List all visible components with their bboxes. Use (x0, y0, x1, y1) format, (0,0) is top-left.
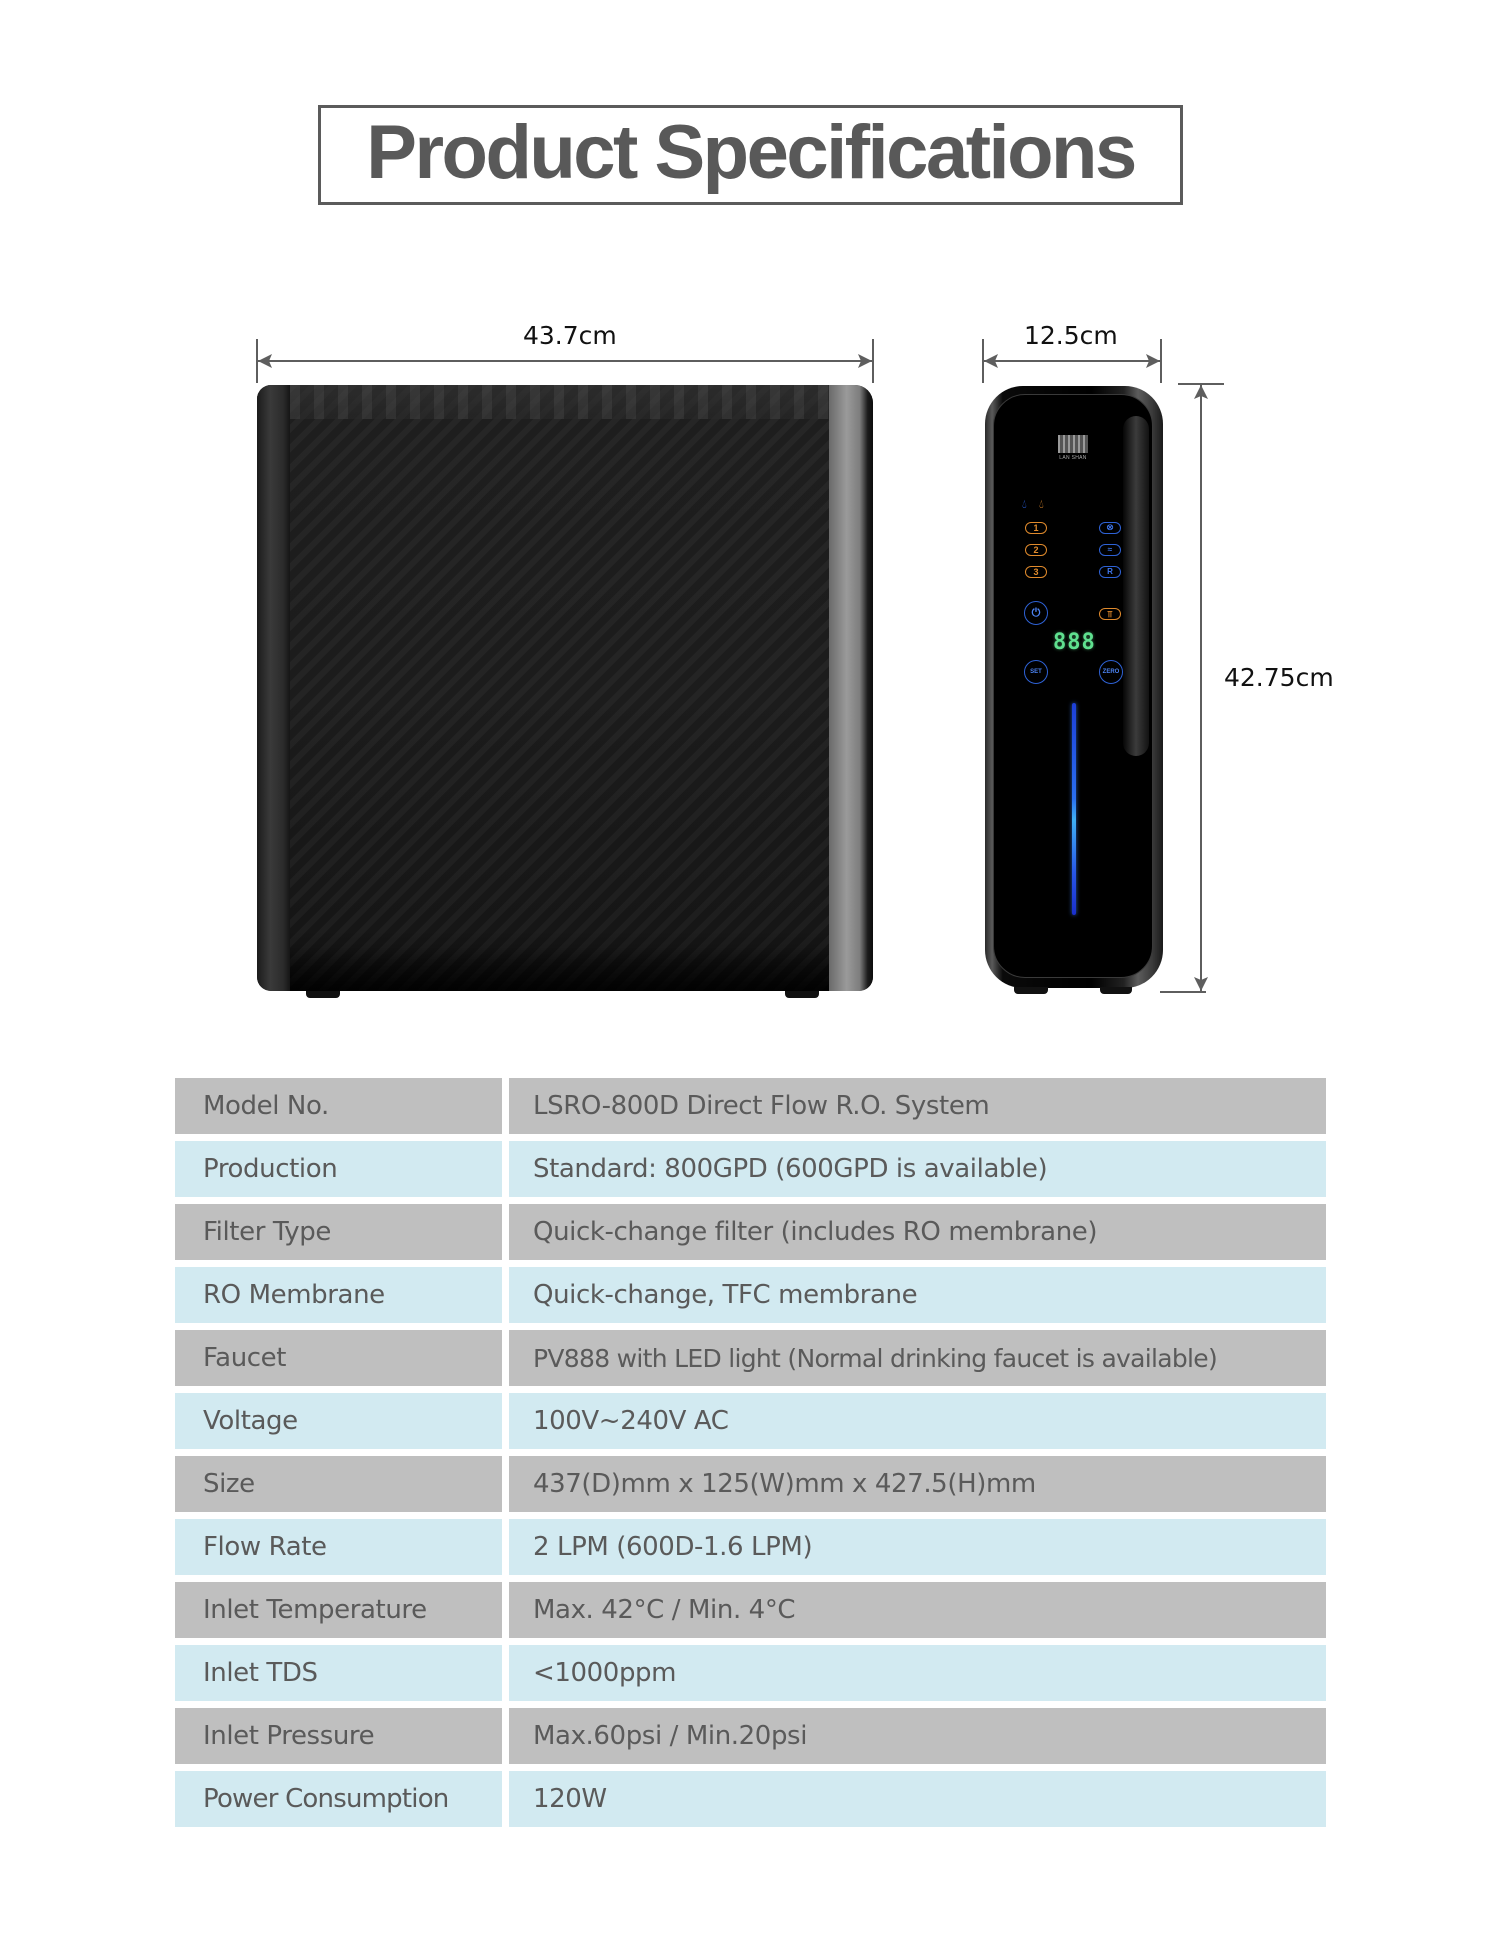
front-foot-left (306, 991, 340, 998)
spec-label: Model No. (175, 1078, 502, 1134)
filter-2-button[interactable]: 2 (1025, 544, 1047, 556)
front-width-tick-left (256, 339, 258, 383)
side-width-label: 12.5cm (1024, 321, 1118, 350)
water-drop-error-icon: 💧︎ (1039, 497, 1044, 511)
table-row: Faucet PV888 with LED light (Normal drin… (175, 1330, 1326, 1386)
spec-value: <1000ppm (509, 1645, 1326, 1701)
spec-value: PV888 with LED light (Normal drinking fa… (509, 1330, 1326, 1386)
spec-value: 2 LPM (600D-1.6 LPM) (509, 1519, 1326, 1575)
table-row: Inlet Temperature Max. 42°C / Min. 4°C (175, 1582, 1326, 1638)
zero-button[interactable]: ZERO (1099, 660, 1123, 684)
panel-bottom-shade (290, 947, 829, 991)
table-row: Power Consumption 120W (175, 1771, 1326, 1827)
arrow-left-icon (258, 354, 272, 368)
height-tick-bottom (1160, 991, 1206, 993)
tds-display: 888 (1053, 630, 1096, 655)
spec-label: Power Consumption (175, 1771, 502, 1827)
side-width-tick-left (982, 339, 984, 383)
set-button[interactable]: SET (1024, 660, 1048, 684)
page-title: Product Specifications (366, 110, 1137, 195)
brand-name: LAN SHAN (1059, 455, 1087, 461)
water-drop-ok-icon: 💧︎ (1022, 497, 1027, 511)
heat-icon[interactable]: ≈ (1099, 544, 1121, 556)
spec-value: Quick-change filter (includes RO membran… (509, 1204, 1326, 1260)
spec-label: Faucet (175, 1330, 502, 1386)
table-row: Flow Rate 2 LPM (600D-1.6 LPM) (175, 1519, 1326, 1575)
front-view-product-image (257, 385, 873, 991)
spec-label: Filter Type (175, 1204, 502, 1260)
table-row: Inlet TDS <1000ppm (175, 1645, 1326, 1701)
spec-label: RO Membrane (175, 1267, 502, 1323)
front-foot-right (785, 991, 819, 998)
spec-label: Inlet Pressure (175, 1708, 502, 1764)
spec-value: Max. 42°C / Min. 4°C (509, 1582, 1326, 1638)
faucet-icon[interactable]: ⫪ (1099, 608, 1121, 620)
spec-label: Voltage (175, 1393, 502, 1449)
height-tick-top (1178, 383, 1224, 385)
spec-label: Flow Rate (175, 1519, 502, 1575)
spec-value: 100V~240V AC (509, 1393, 1326, 1449)
front-width-tick-right (872, 339, 874, 383)
arrow-right-icon (858, 354, 872, 368)
spec-value: 120W (509, 1771, 1326, 1827)
table-row: Voltage 100V~240V AC (175, 1393, 1326, 1449)
spec-value: Max.60psi / Min.20psi (509, 1708, 1326, 1764)
arrow-up-icon (1194, 385, 1208, 399)
table-row: Filter Type Quick-change filter (include… (175, 1204, 1326, 1260)
power-icon[interactable]: ⏻ (1024, 601, 1048, 625)
panel-top-texture (290, 385, 829, 419)
side-foot-left (1014, 987, 1048, 994)
table-row: Model No. LSRO-800D Direct Flow R.O. Sys… (175, 1078, 1326, 1134)
front-width-label: 43.7cm (523, 321, 617, 350)
title-frame (318, 105, 1183, 205)
table-row: Inlet Pressure Max.60psi / Min.20psi (175, 1708, 1326, 1764)
spec-label: Inlet Temperature (175, 1582, 502, 1638)
front-width-line (258, 360, 872, 362)
filter-3-button[interactable]: 3 (1025, 566, 1047, 578)
reset-icon[interactable]: R (1099, 566, 1121, 578)
filter-1-button[interactable]: 1 (1025, 522, 1047, 534)
side-width-line (984, 360, 1160, 362)
brand-logo-icon (1058, 435, 1088, 453)
table-row: Production Standard: 800GPD (600GPD is a… (175, 1141, 1326, 1197)
carbon-fiber-panel (290, 385, 829, 991)
led-light-bar (1072, 703, 1076, 915)
spec-label: Size (175, 1456, 502, 1512)
left-end-cap (257, 385, 290, 991)
spec-value: 437(D)mm x 125(W)mm x 427.5(H)mm (509, 1456, 1326, 1512)
spec-value: Quick-change, TFC membrane (509, 1267, 1326, 1323)
side-foot-right (1100, 987, 1132, 994)
spec-label: Production (175, 1141, 502, 1197)
right-end-cap (829, 385, 873, 991)
flush-icon[interactable]: ⭙ (1099, 522, 1121, 534)
spec-label: Inlet TDS (175, 1645, 502, 1701)
arrow-down-icon (1194, 977, 1208, 991)
glass-reflection (1123, 416, 1149, 756)
height-line (1200, 385, 1202, 991)
table-row: RO Membrane Quick-change, TFC membrane (175, 1267, 1326, 1323)
height-label: 42.75cm (1224, 663, 1334, 692)
arrow-left-icon (984, 354, 998, 368)
spec-value: Standard: 800GPD (600GPD is available) (509, 1141, 1326, 1197)
side-width-tick-right (1160, 339, 1162, 383)
arrow-right-icon (1146, 354, 1160, 368)
spec-value: LSRO-800D Direct Flow R.O. System (509, 1078, 1326, 1134)
table-row: Size 437(D)mm x 125(W)mm x 427.5(H)mm (175, 1456, 1326, 1512)
